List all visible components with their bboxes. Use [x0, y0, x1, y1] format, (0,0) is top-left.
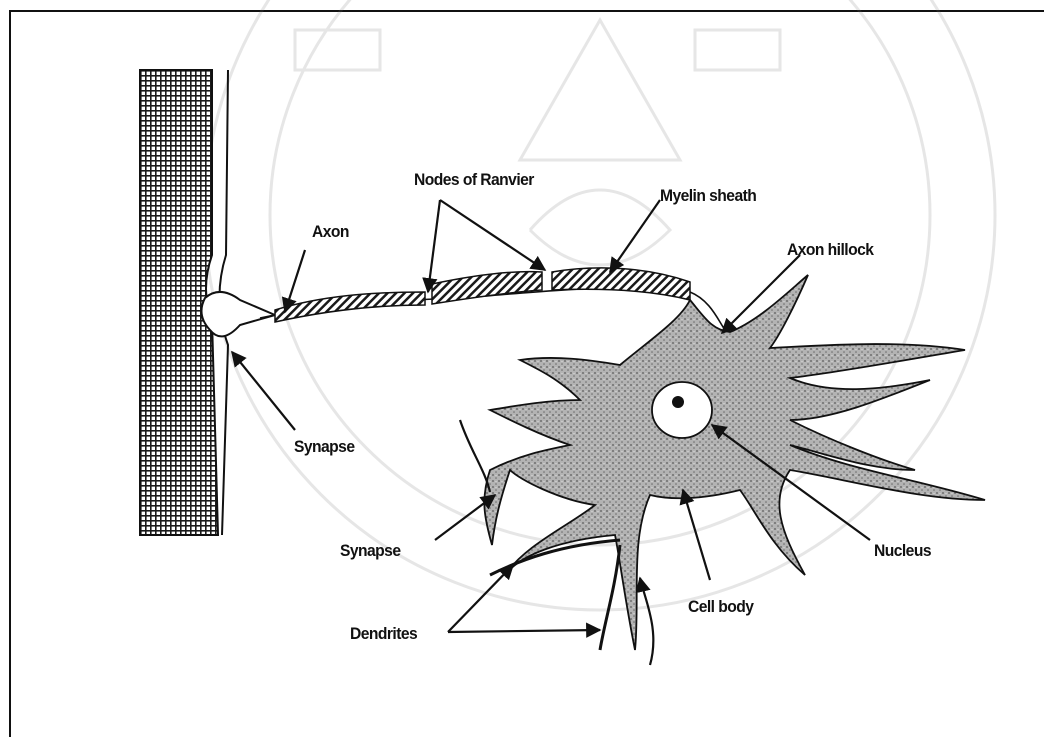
arrow-dendrites-2	[448, 630, 600, 632]
arrow-synapse-bottom-curve	[460, 420, 490, 492]
arrow-dendrite-tail	[640, 578, 653, 665]
label-synapse-bottom: Synapse	[340, 541, 400, 561]
nucleolus	[672, 396, 684, 408]
dendrite-bottom	[600, 545, 620, 650]
axon-terminal	[201, 292, 275, 336]
myelin-segment-1	[275, 292, 425, 322]
arrow-nodes-2	[440, 200, 545, 270]
myelin-segment-2	[432, 272, 542, 304]
label-nucleus: Nucleus	[874, 541, 931, 561]
label-synapse-top: Synapse	[294, 437, 354, 457]
arrow-cell-body	[683, 490, 710, 580]
label-axon-hillock: Axon hillock	[787, 240, 873, 260]
label-cell-body: Cell body	[688, 597, 753, 617]
arrow-nodes-1	[428, 200, 440, 292]
nucleus-shape	[652, 382, 712, 438]
arrow-synapse-top	[232, 352, 295, 430]
label-axon: Axon	[312, 222, 349, 242]
label-dendrites: Dendrites	[350, 624, 417, 644]
label-nodes-of-ranvier: Nodes of Ranvier	[414, 170, 534, 190]
arrow-myelin	[610, 200, 660, 272]
label-myelin-sheath: Myelin sheath	[660, 186, 756, 206]
myelin-segment-3	[552, 268, 690, 300]
